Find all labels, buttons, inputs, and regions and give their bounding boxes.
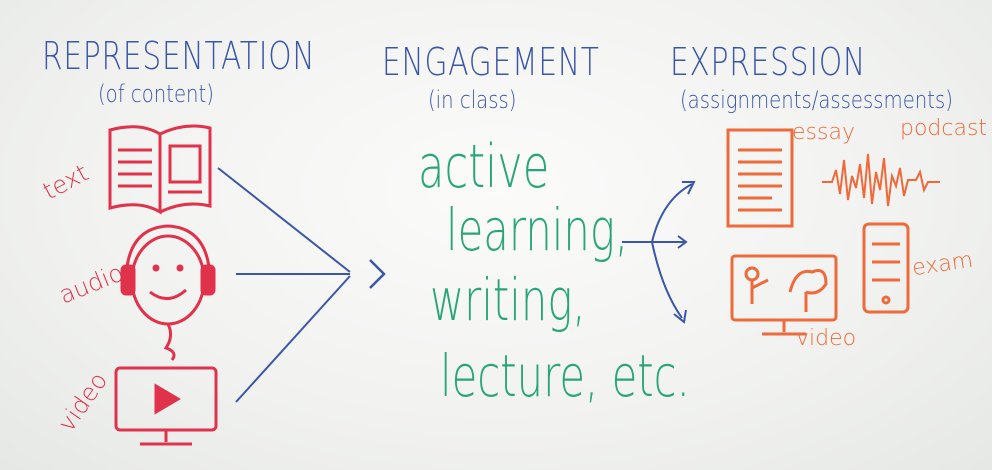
engagement-title: ENGAGEMENT bbox=[382, 40, 600, 84]
representation-title: REPRESENTATION bbox=[42, 34, 316, 78]
expression-video-icon bbox=[730, 254, 838, 336]
engagement-line-3: writing, bbox=[430, 266, 586, 334]
engagement-line-1: active bbox=[418, 132, 550, 202]
engagement-subtitle: (in class) bbox=[428, 86, 517, 114]
diverging-arrows bbox=[622, 181, 696, 324]
expression-title: EXPRESSION bbox=[670, 40, 866, 84]
expression-video-label: video bbox=[796, 326, 857, 351]
podcast-waveform-icon bbox=[822, 153, 940, 207]
engagement-line-2: learning, bbox=[446, 196, 629, 264]
podcast-label: podcast bbox=[900, 116, 988, 141]
exam-phone-icon bbox=[862, 222, 910, 314]
video-player-icon bbox=[114, 366, 218, 446]
expression-subtitle: (assignments/assessments) bbox=[680, 86, 953, 114]
headphones-face-icon bbox=[120, 224, 216, 361]
engagement-line-4: lecture, etc. bbox=[440, 342, 690, 410]
converging-arrows bbox=[217, 167, 386, 403]
representation-subtitle: (of content) bbox=[98, 80, 214, 108]
book-icon bbox=[108, 124, 212, 215]
essay-label: essay bbox=[792, 120, 855, 145]
essay-document-icon bbox=[726, 128, 794, 228]
